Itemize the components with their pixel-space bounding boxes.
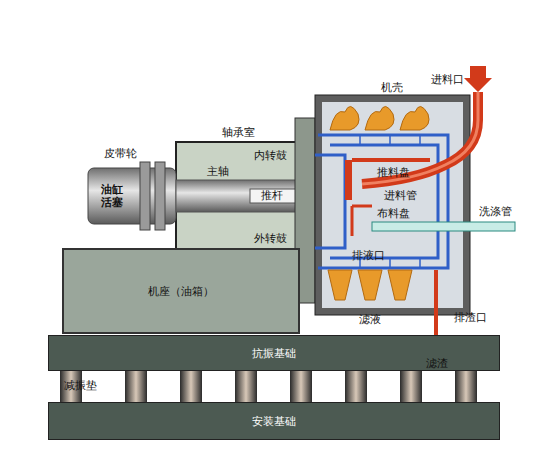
part-label: 机壳 [381, 81, 403, 94]
part-label: 皮带轮 [104, 147, 137, 160]
machine-base: 机座（油箱） [62, 248, 300, 334]
part-label: 布料盘 [377, 207, 410, 220]
node-label: 机座（油箱） [148, 284, 214, 299]
part-label: 排液口 [352, 249, 385, 262]
part-label: 推杆 [261, 189, 283, 202]
part-label: 内转鼓 [254, 149, 287, 162]
part-label: 滤渣 [426, 357, 448, 370]
part-label: 主轴 [207, 165, 229, 178]
part-label: 滤液 [359, 313, 381, 326]
part-label: 进料口 [431, 73, 464, 86]
part-label: 进料管 [384, 189, 417, 202]
part-label: 外转鼓 [254, 232, 287, 245]
part-label: 轴承室 [222, 126, 255, 139]
part-label: 洗涤管 [479, 205, 512, 218]
node-label: 安装基础 [252, 414, 296, 429]
part-label: 推料盘 [377, 166, 410, 179]
part-label: 减振垫 [64, 379, 97, 392]
node-label: 抗振基础 [252, 346, 296, 361]
part-label: 排渣口 [454, 311, 487, 324]
installation-base: 安装基础 [48, 402, 500, 440]
part-label: 油缸 活塞 [100, 183, 124, 209]
